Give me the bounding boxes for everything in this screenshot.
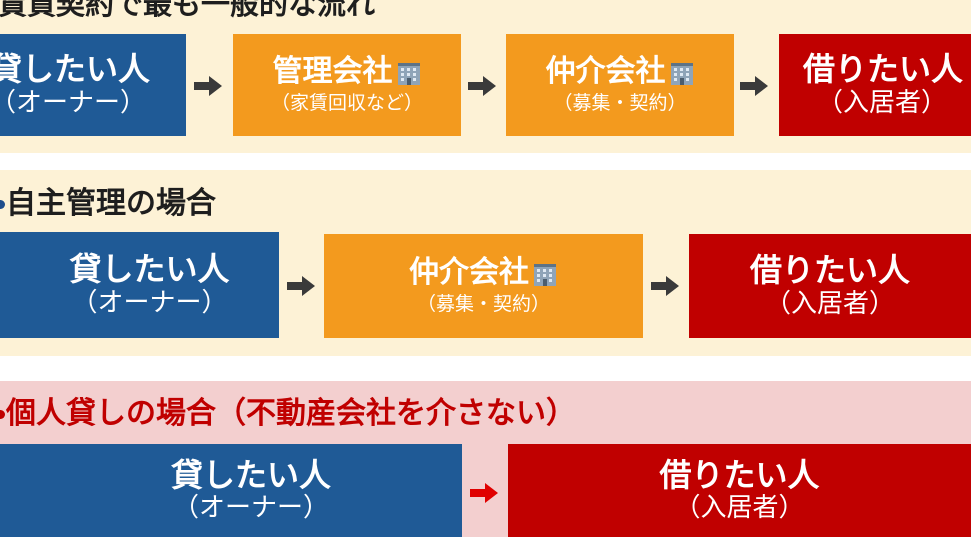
owner-label: 貸したい人 xyxy=(0,50,151,88)
tenant-sublabel: （入居者） xyxy=(817,87,948,118)
tenant-label: 借りたい人 xyxy=(749,251,910,289)
owner-sublabel: （オーナー） xyxy=(0,87,147,118)
tenant-box: 借りたい人 （入居者） xyxy=(508,444,971,537)
owner-sublabel: （オーナー） xyxy=(71,287,228,318)
owner-label: 貸したい人 xyxy=(170,455,331,494)
office-building-icon xyxy=(669,60,695,86)
owner-sublabel: （オーナー） xyxy=(172,493,329,524)
tenant-box: 借りたい人 （入居者） xyxy=(689,234,971,338)
tenant-label: 借りたい人 xyxy=(803,50,964,88)
tenant-label: 借りたい人 xyxy=(659,455,820,494)
section-bullet xyxy=(0,200,5,209)
section-heading-private-rental: 個人貸しの場合（不動産会社を介さない） xyxy=(6,396,576,431)
section-heading-self-managed: 自主管理の場合 xyxy=(6,186,216,221)
right-arrow-icon xyxy=(470,483,498,503)
owner-label: 貸したい人 xyxy=(69,250,230,288)
owner-box: 貸したい人 （オーナー） xyxy=(0,232,279,338)
right-arrow-icon xyxy=(740,76,768,96)
agency-box: 仲介会社 （募集・契約） xyxy=(324,234,643,338)
owner-box: 貸したい人 （オーナー） xyxy=(0,444,462,537)
right-arrow-icon xyxy=(194,76,222,96)
agency-sublabel: （募集・契約） xyxy=(553,91,687,114)
tenant-box: 借りたい人 （入居者） xyxy=(779,34,971,136)
section-bullet xyxy=(0,410,5,419)
right-arrow-icon xyxy=(468,76,496,96)
right-arrow-icon xyxy=(287,276,315,296)
agency-sublabel: （募集・契約） xyxy=(416,292,550,315)
owner-box: 貸したい人 （オーナー） xyxy=(0,34,186,136)
right-arrow-icon xyxy=(651,276,679,296)
section-heading-general: 賃貸契約で最も一般的な流れ xyxy=(0,0,376,21)
agency-label: 仲介会社 xyxy=(409,255,529,291)
tenant-sublabel: （入居者） xyxy=(764,288,895,319)
management-company-sublabel: （家賃回収など） xyxy=(270,91,423,114)
office-building-icon xyxy=(532,261,558,287)
management-company-label: 管理会社 xyxy=(272,54,393,90)
agency-label: 仲介会社 xyxy=(545,54,666,90)
office-building-icon xyxy=(396,60,422,86)
management-company-box: 管理会社 （家賃回収など） xyxy=(233,34,461,136)
tenant-sublabel: （入居者） xyxy=(674,493,805,524)
agency-box: 仲介会社 （募集・契約） xyxy=(506,34,734,136)
